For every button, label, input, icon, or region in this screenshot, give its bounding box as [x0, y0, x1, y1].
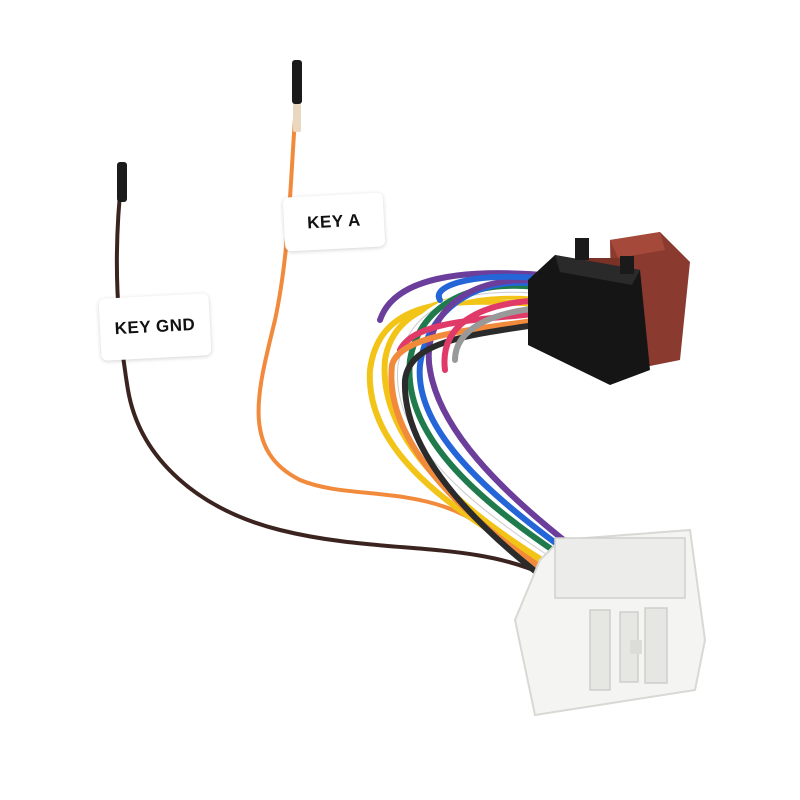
iso-connector-black: [528, 238, 650, 385]
key-gnd-label: KEY GND: [114, 314, 196, 339]
key-a-wire-tip: [292, 60, 302, 104]
wire-bundle: [366, 270, 573, 578]
key-a-label-tag: KEY A: [282, 192, 386, 252]
key-gnd-label-tag: KEY GND: [98, 293, 212, 361]
key-a-label: KEY A: [306, 210, 362, 233]
oem-connector: [513, 528, 707, 717]
key-gnd-wire-tip: [117, 162, 127, 202]
